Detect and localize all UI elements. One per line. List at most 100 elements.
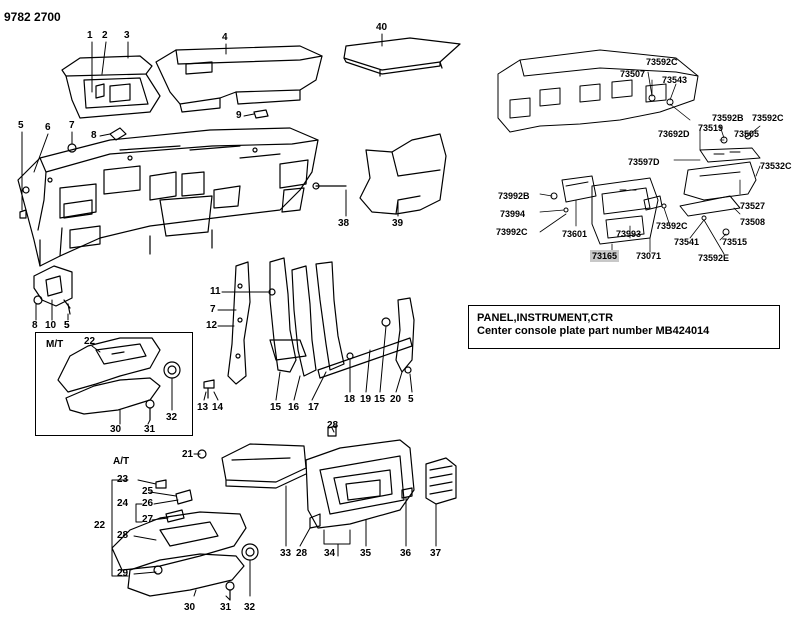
- callout[interactable]: 7: [69, 120, 75, 131]
- callout[interactable]: 22: [94, 520, 106, 531]
- inset-callout[interactable]: 73592B: [712, 113, 744, 123]
- callout[interactable]: 7: [210, 304, 216, 315]
- callout[interactable]: 30: [110, 424, 122, 435]
- right-brace: [317, 297, 415, 379]
- inset-callout[interactable]: 73519: [698, 123, 724, 133]
- callout[interactable]: 22: [84, 336, 96, 347]
- callout[interactable]: 11: [210, 286, 221, 297]
- callout[interactable]: 20: [390, 394, 402, 405]
- inset-callout[interactable]: 73527: [740, 201, 766, 211]
- inset-callout[interactable]: 73507: [620, 69, 646, 79]
- inset-callout[interactable]: 73515: [722, 237, 748, 247]
- callout[interactable]: 32: [166, 412, 178, 423]
- vent-37: [425, 457, 457, 505]
- side-cover-39: [359, 133, 447, 215]
- inset-callout[interactable]: 73592C: [752, 113, 784, 123]
- callout[interactable]: 34: [324, 548, 336, 559]
- callout[interactable]: 16: [288, 402, 300, 413]
- callout[interactable]: 15: [270, 402, 282, 413]
- callout[interactable]: 39: [392, 218, 404, 229]
- callout[interactable]: 25: [142, 486, 154, 497]
- part-info-box: PANEL,INSTRUMENT,CTR Center console plat…: [468, 305, 780, 349]
- mt-group-label: M/T: [46, 339, 64, 350]
- callout[interactable]: 28: [296, 548, 308, 559]
- bolt-38-head: [312, 182, 320, 190]
- callout[interactable]: 12: [206, 320, 218, 331]
- inset-callout[interactable]: 73592E: [698, 253, 730, 263]
- callout[interactable]: 28: [327, 420, 339, 431]
- inset-callout[interactable]: 73994: [500, 209, 526, 219]
- callout[interactable]: 28: [117, 530, 129, 541]
- callout[interactable]: 5: [408, 394, 414, 405]
- inset-callout[interactable]: 73597D: [628, 157, 660, 167]
- inset-callout[interactable]: 73071: [636, 251, 662, 261]
- callout[interactable]: 1: [87, 30, 93, 41]
- callout[interactable]: 2: [102, 30, 108, 41]
- leader-lines: [21, 33, 437, 601]
- upper-cover: [155, 45, 323, 113]
- mt-group-frame: [35, 332, 193, 436]
- callout[interactable]: 10: [45, 320, 57, 331]
- inset-callout[interactable]: 73541: [674, 237, 700, 247]
- callout[interactable]: 31: [144, 424, 156, 435]
- inset-callout[interactable]: 73992B: [498, 191, 530, 201]
- inset-callout[interactable]: 73993: [616, 229, 642, 239]
- callout[interactable]: 21: [182, 449, 194, 460]
- inset-callout[interactable]: 73543: [662, 75, 688, 85]
- callout[interactable]: 3: [124, 30, 130, 41]
- callout[interactable]: 14: [212, 402, 224, 413]
- callout[interactable]: 9: [236, 110, 242, 121]
- clip-28-lower: [309, 513, 321, 529]
- inset-callout[interactable]: 73508: [740, 217, 766, 227]
- callout[interactable]: 13: [197, 402, 209, 413]
- info-part-number: Center console plate part number MB42401…: [477, 325, 710, 337]
- callout[interactable]: 24: [117, 498, 129, 509]
- inset-callout[interactable]: 73592C: [646, 57, 678, 67]
- inset-callout[interactable]: 73505: [734, 129, 760, 139]
- callout[interactable]: 26: [142, 498, 154, 509]
- inset-callout[interactable]: 73992C: [496, 227, 528, 237]
- callout[interactable]: 29: [117, 568, 129, 579]
- callout[interactable]: 23: [117, 474, 129, 485]
- inset-leader-lines: [539, 71, 761, 255]
- callout[interactable]: 6: [45, 122, 51, 133]
- mt-console: [57, 337, 181, 421]
- callout[interactable]: 37: [430, 548, 442, 559]
- callout[interactable]: 8: [91, 130, 97, 141]
- info-title: PANEL,INSTRUMENT,CTR: [477, 312, 614, 324]
- callout[interactable]: 35: [360, 548, 372, 559]
- meter-hood: [61, 55, 161, 119]
- center-brackets: [203, 257, 345, 399]
- callout[interactable]: 5: [64, 320, 70, 331]
- document-number: 9782 2700: [4, 10, 61, 24]
- clip-36: [401, 487, 413, 499]
- callout[interactable]: 5: [64, 320, 70, 331]
- callout[interactable]: 38: [338, 218, 350, 229]
- callout[interactable]: 36: [400, 548, 412, 559]
- bracket-left: [33, 265, 73, 315]
- callout[interactable]: 15: [374, 394, 386, 405]
- highlighted-part-callout[interactable]: 73165: [590, 250, 620, 262]
- at-console: [111, 479, 259, 601]
- callout[interactable]: 18: [344, 394, 356, 405]
- inset-callout[interactable]: 73592C: [656, 221, 688, 231]
- instrument-panel-main: [17, 127, 319, 267]
- callout[interactable]: 40: [376, 22, 388, 33]
- callout[interactable]: 5: [18, 120, 24, 131]
- callout[interactable]: 30: [184, 602, 196, 613]
- inset-callout[interactable]: 73601: [562, 229, 588, 239]
- inset-callout[interactable]: 73532C: [760, 161, 792, 171]
- callout[interactable]: 8: [32, 320, 38, 331]
- callout[interactable]: 17: [308, 402, 320, 413]
- callout[interactable]: 19: [360, 394, 372, 405]
- glove-box-33: [221, 443, 307, 489]
- cover-40: [343, 37, 461, 77]
- callout[interactable]: 31: [220, 602, 232, 613]
- callout[interactable]: 27: [142, 514, 154, 525]
- callout[interactable]: 32: [244, 602, 256, 613]
- at-group-label: A/T: [113, 456, 130, 467]
- callout[interactable]: 4: [222, 32, 228, 43]
- callout[interactable]: 33: [280, 548, 292, 559]
- inset-callout[interactable]: 73692D: [658, 129, 690, 139]
